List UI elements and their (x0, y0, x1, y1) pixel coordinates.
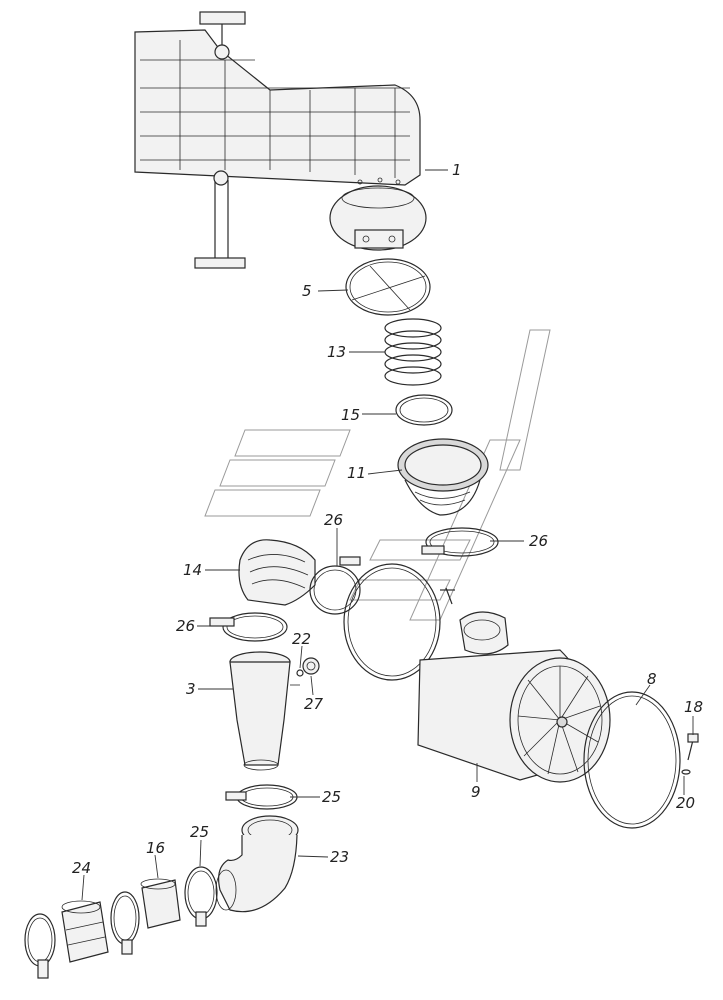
callout-26-upper: 26 (324, 511, 343, 529)
callout-labels: 1 5 13 15 11 26 26 14 26 22 27 3 8 18 9 … (72, 161, 703, 877)
callout-26-left: 26 (176, 617, 195, 635)
large-band-clamp (343, 563, 455, 681)
callout-14: 14 (183, 561, 202, 579)
part-23-elbow-pipe (215, 815, 299, 913)
part-22-ring (296, 669, 304, 677)
part-24-hose (61, 900, 109, 963)
part-16-sleeve (140, 878, 181, 929)
callout-20: 20 (676, 794, 695, 812)
part-14-elbow (238, 539, 316, 606)
callout-9: 9 (471, 783, 481, 801)
callout-24: 24 (72, 859, 91, 877)
callout-5: 5 (302, 282, 312, 300)
callout-27: 27 (304, 695, 324, 713)
part-25-clamp-lower (184, 866, 218, 927)
part-1-intake-frame (134, 11, 427, 269)
callout-11: 11 (347, 464, 366, 482)
part-8-ring (583, 691, 681, 829)
callout-16: 16 (146, 839, 165, 857)
callout-13: 13 (327, 343, 346, 361)
callout-8: 8 (647, 670, 657, 688)
part-3-pipe (229, 651, 300, 771)
callout-25-lower: 25 (190, 823, 209, 841)
part-11-adapter (397, 438, 489, 516)
callout-22: 22 (292, 630, 311, 648)
small-clamp-left (24, 913, 56, 979)
large-clamp-bolt (445, 587, 453, 605)
part-18-bolt (687, 733, 699, 761)
small-clamp-middle (110, 891, 140, 955)
part-15-ring (395, 394, 453, 426)
callout-25-upper: 25 (322, 788, 341, 806)
part-13-spring (384, 318, 442, 386)
leader-lines (81, 169, 694, 901)
part-9-filter-housing (417, 611, 611, 783)
part-25-clamp-upper (225, 784, 298, 810)
callout-18: 18 (684, 698, 703, 716)
part-27-cap (302, 657, 320, 675)
callout-1: 1 (452, 161, 462, 179)
part-20-washer (681, 769, 691, 775)
callout-26-right: 26 (529, 532, 548, 550)
callout-23: 23 (330, 848, 349, 866)
part-5-gasket (345, 258, 431, 316)
callout-3: 3 (186, 680, 196, 698)
part-26-clamp-right (421, 527, 499, 557)
part-26-clamp-upper (309, 556, 361, 615)
part-26-clamp-left (209, 612, 288, 642)
callout-15: 15 (341, 406, 360, 424)
